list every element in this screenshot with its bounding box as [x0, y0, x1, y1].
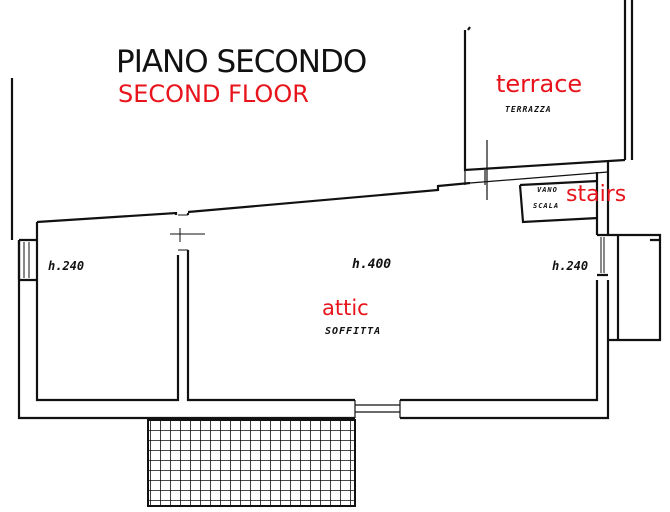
terrace-label: terrace [496, 70, 583, 98]
tiled-area [147, 419, 356, 507]
outer-wall-left [17, 240, 610, 420]
left-room-height: h.240 [48, 259, 85, 273]
page-title: PIANO SECONDO [116, 44, 367, 80]
right-height: h.240 [552, 259, 589, 273]
attic-label-it: SOFFITTA [325, 326, 382, 337]
right-balcony [608, 233, 662, 342]
stairs-box [518, 179, 599, 224]
terrace-label-it: TERRAZZA [505, 105, 552, 114]
page-subtitle: SECOND FLOOR [118, 80, 309, 108]
stairs-label: stairs [566, 182, 627, 207]
stairs-label-it-2: SCALA [533, 202, 560, 210]
attic-wall [186, 181, 599, 402]
attic-height: h.400 [352, 257, 392, 272]
left-room-wall [35, 211, 190, 402]
attic-label: attic [322, 296, 369, 320]
stairs-label-it-1: VANO [537, 186, 558, 194]
